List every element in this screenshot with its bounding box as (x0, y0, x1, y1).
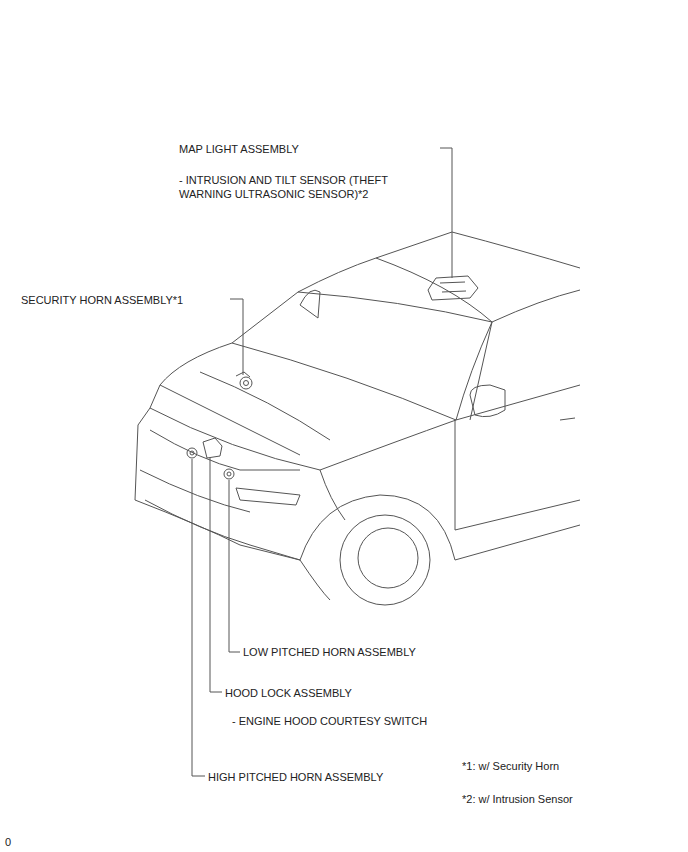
wheel-arch (300, 495, 455, 560)
roof-line (298, 232, 580, 292)
low-horn (224, 469, 234, 479)
map-light-detail (440, 282, 466, 292)
mirror-left (300, 290, 320, 318)
belt-line (456, 385, 580, 420)
page-number: 0 (5, 835, 11, 849)
door-handle (560, 418, 575, 420)
leader-line (230, 299, 243, 375)
map-light (428, 276, 478, 300)
leader-line (440, 148, 452, 278)
part-label: LOW PITCHED HORN ASSEMBLY (243, 645, 416, 659)
door-front (455, 420, 580, 530)
mirror-right (470, 385, 505, 417)
hood-crease (160, 385, 300, 455)
hood-front (150, 408, 456, 470)
roof-edge (376, 258, 580, 322)
fender-edge (320, 470, 345, 520)
footnote: *2: w/ Intrusion Sensor (462, 792, 573, 806)
door-pillar (470, 322, 492, 420)
part-label: SECURITY HORN ASSEMBLY*1 (21, 293, 183, 307)
footnote: *1: w/ Security Horn (462, 759, 559, 773)
hood-left (150, 343, 232, 408)
bumper-bottom (145, 500, 330, 600)
grille-top (150, 430, 300, 470)
headlight (236, 488, 300, 505)
a-pillar-left (232, 292, 298, 343)
security-horn-center (244, 381, 249, 386)
front-face (135, 408, 300, 560)
low-horn-center (227, 472, 231, 476)
windshield-top (298, 292, 492, 322)
high-horn-center (190, 451, 194, 455)
leader-line (210, 458, 222, 692)
a-pillar-right (456, 322, 492, 420)
part-note: - ENGINE HOOD COURTESY SWITCH (232, 714, 427, 728)
leader-line (229, 480, 240, 652)
security-horn (240, 377, 252, 389)
leader-line (192, 459, 205, 776)
rocker (455, 525, 580, 560)
windshield-bottom (232, 343, 456, 420)
hood-lock (203, 438, 222, 458)
part-note: - INTRUSION AND TILT SENSOR (THEFT WARNI… (179, 173, 424, 201)
part-label: MAP LIGHT ASSEMBLY (179, 142, 299, 156)
part-label: HOOD LOCK ASSEMBLY (225, 686, 352, 700)
tire (340, 515, 430, 605)
hood-crease-2 (200, 372, 330, 440)
rim (358, 528, 418, 588)
high-horn (187, 448, 197, 458)
part-label: HIGH PITCHED HORN ASSEMBLY (208, 770, 383, 784)
